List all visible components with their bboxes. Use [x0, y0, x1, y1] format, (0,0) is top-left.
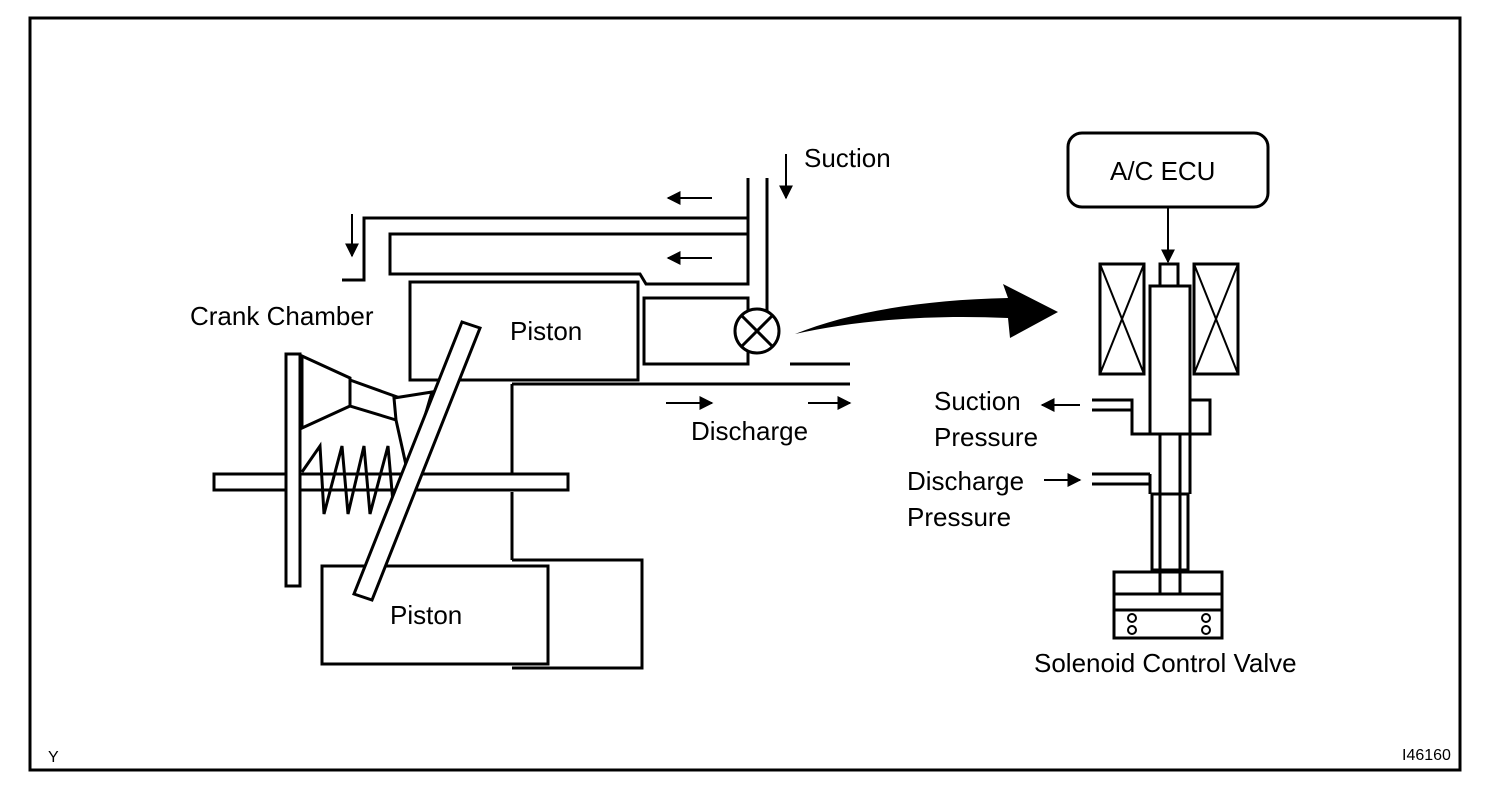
discharge-label: Discharge	[691, 416, 808, 446]
lower-piston	[320, 564, 550, 666]
control-valve-symbol	[733, 307, 781, 355]
lug-plate	[284, 352, 302, 588]
solenoid-valve	[1040, 131, 1270, 640]
corner-left-label: Y	[48, 749, 59, 766]
spring	[300, 441, 406, 515]
suction-pressure-label-2: Pressure	[934, 422, 1038, 452]
figure-id-label: I46160	[1402, 747, 1451, 764]
big-curved-arrow	[795, 284, 1058, 338]
suction-pressure-label-1: Suction	[934, 386, 1021, 416]
upper-piston	[408, 280, 640, 382]
discharge-pressure-label-2: Pressure	[907, 502, 1011, 532]
figure-frame	[28, 16, 1462, 772]
piston-top-label: Piston	[510, 316, 582, 346]
ac-ecu-label: A/C ECU	[1110, 156, 1215, 186]
plunger	[1148, 284, 1192, 436]
discharge-pressure-label-1: Discharge	[907, 466, 1024, 496]
coil-left	[1098, 262, 1146, 376]
compressor	[212, 178, 850, 670]
solenoid-control-valve-label: Solenoid Control Valve	[1034, 648, 1297, 678]
swash-plate	[352, 320, 482, 602]
suction-label: Suction	[804, 143, 891, 173]
crank-chamber-label: Crank Chamber	[190, 301, 374, 331]
piston-bottom-label: Piston	[390, 600, 462, 630]
flow-arrows	[345, 154, 852, 410]
coil-right	[1192, 262, 1240, 376]
